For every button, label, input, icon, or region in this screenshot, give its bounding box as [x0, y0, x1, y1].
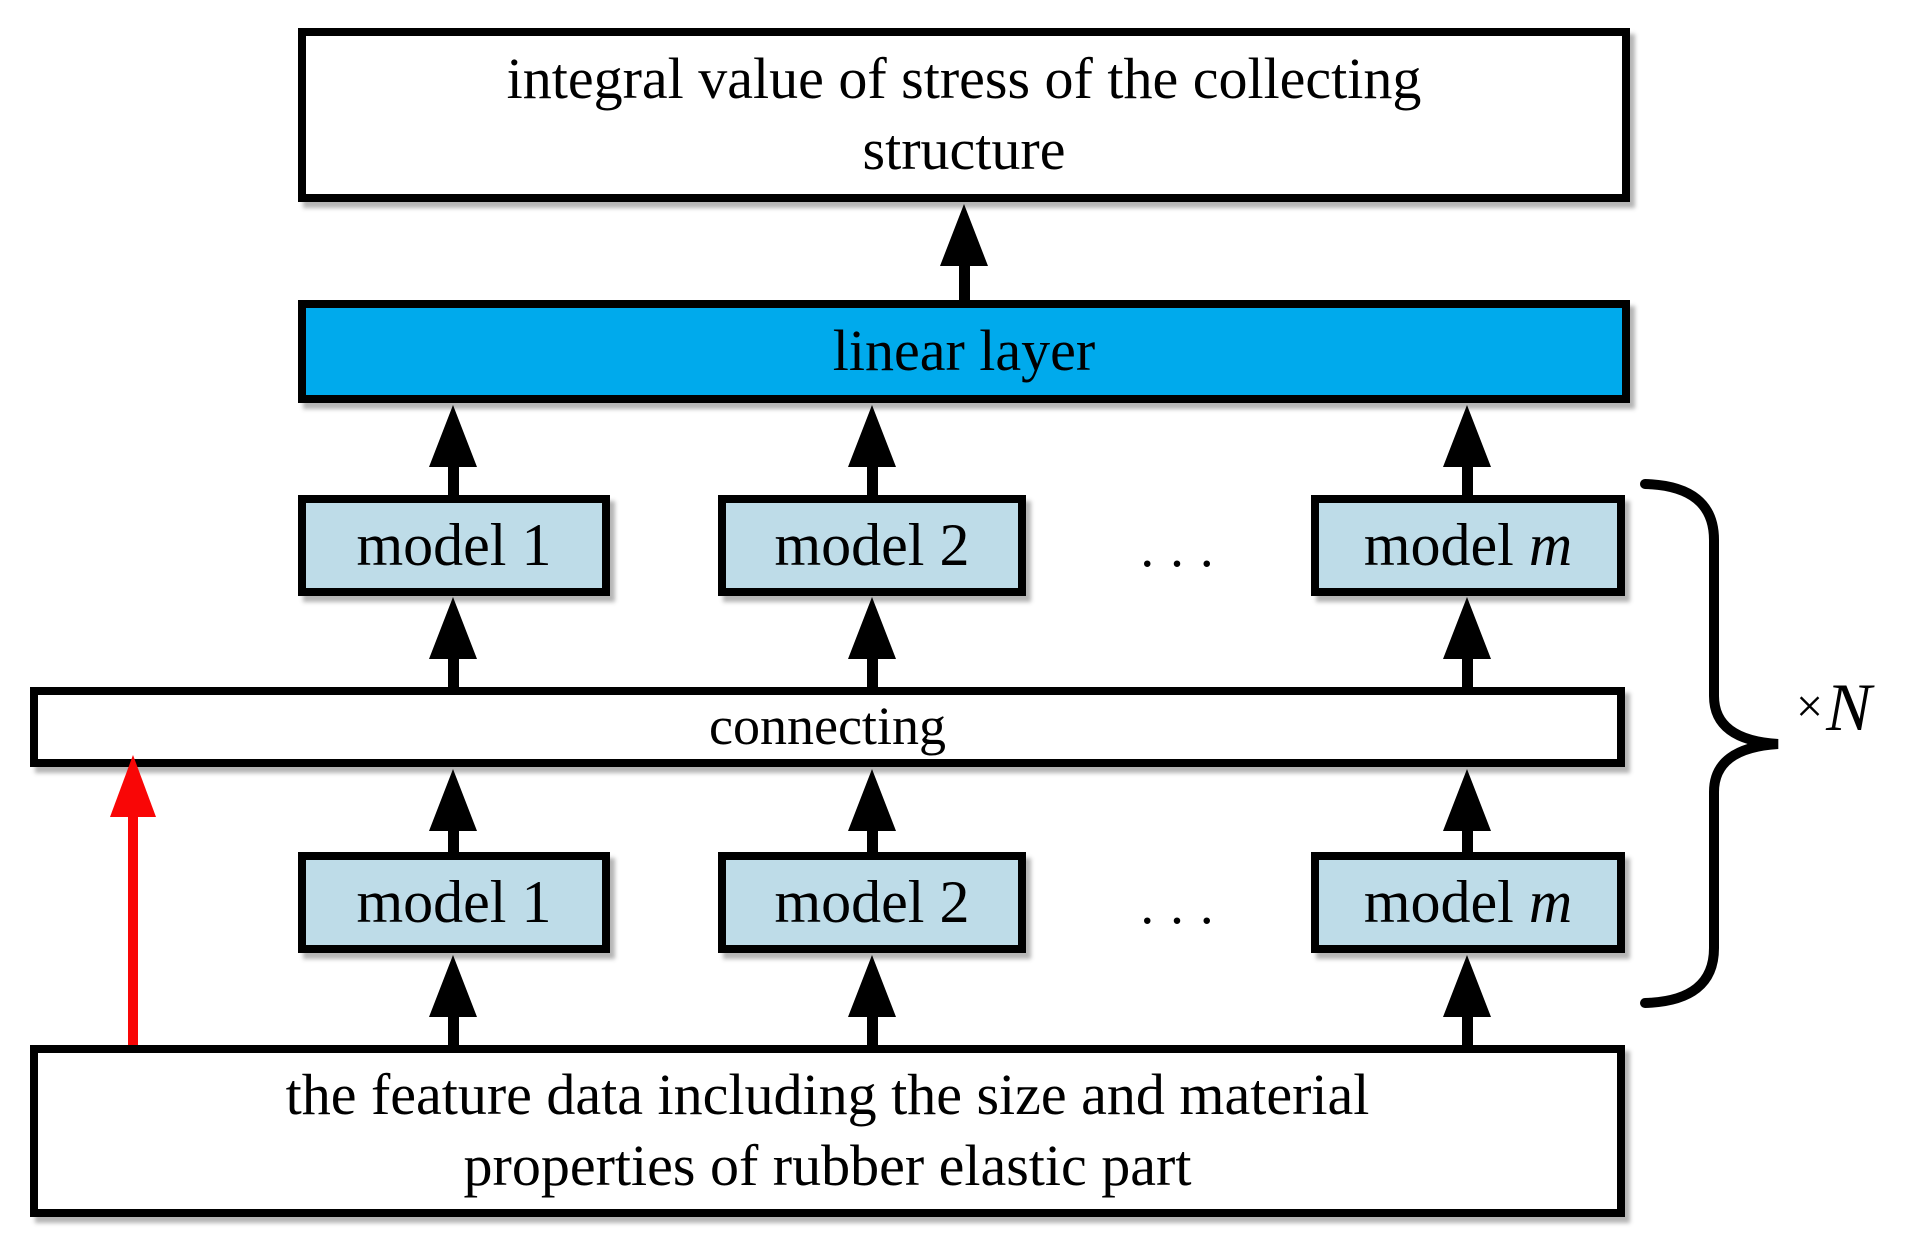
repeat-brace — [1640, 479, 1779, 1008]
up-arrow-model1-to-linear — [429, 405, 477, 495]
arrowhead-icon — [1443, 405, 1491, 467]
model-1-lower-box: model 1 — [298, 852, 610, 953]
up-arrow-modelm-to-connecting — [1443, 769, 1491, 852]
model-1-lower-label: model 1 — [356, 868, 552, 935]
connecting-box: connecting — [30, 687, 1625, 767]
model-1-upper-box: model 1 — [298, 495, 610, 596]
model-1-upper-label: model 1 — [356, 511, 552, 578]
arrow-shaft — [866, 1017, 878, 1045]
arrowhead-icon — [848, 597, 896, 659]
arrow-shaft — [447, 1017, 459, 1045]
arrow-shaft — [866, 659, 878, 687]
up-arrow-input-to-modelm — [1443, 955, 1491, 1045]
model-m-lower-box: model m — [1311, 852, 1625, 953]
input-box-line1: the feature data including the size and … — [285, 1062, 1370, 1128]
red-skip-arrow — [109, 755, 157, 1047]
arrowhead-icon — [848, 769, 896, 831]
arrowhead-icon — [429, 405, 477, 467]
arrowhead-icon — [848, 405, 896, 467]
repeat-count-label: ×N — [1796, 668, 1871, 747]
arrow-shaft — [958, 266, 970, 300]
arrow-shaft — [866, 831, 878, 852]
arrowhead-icon — [940, 204, 988, 266]
arrow-shaft — [1461, 1017, 1473, 1045]
arrowhead-icon — [429, 769, 477, 831]
red-arrow-shaft — [128, 817, 138, 1047]
output-box-line2: structure — [862, 117, 1066, 182]
ellipsis-upper: ... — [1140, 517, 1230, 578]
up-arrow-input-to-model2 — [848, 955, 896, 1045]
up-arrow-connecting-to-model2 — [848, 597, 896, 687]
arrowhead-icon — [429, 955, 477, 1017]
output-box-line1: integral value of stress of the collecti… — [506, 46, 1422, 112]
model-2-upper-label: model 2 — [774, 511, 970, 578]
arrow-shaft — [866, 467, 878, 495]
up-arrow-modelm-to-linear — [1443, 405, 1491, 495]
connecting-label: connecting — [709, 696, 946, 757]
up-arrow-linear-to-output — [940, 204, 988, 300]
repeat-n: N — [1826, 669, 1872, 745]
arrowhead-icon — [1443, 955, 1491, 1017]
model-m-lower-label: model m — [1363, 868, 1573, 935]
arrow-shaft — [447, 467, 459, 495]
up-arrow-connecting-to-modelm — [1443, 597, 1491, 687]
arrow-shaft — [447, 831, 459, 852]
linear-layer-label: linear layer — [832, 318, 1096, 384]
input-box-line2: properties of rubber elastic part — [463, 1133, 1192, 1198]
arrow-shaft — [1461, 659, 1473, 687]
ellipsis-lower: ... — [1140, 874, 1230, 935]
arrow-shaft — [1461, 831, 1473, 852]
input-box: the feature data including the size and … — [30, 1045, 1625, 1217]
times-symbol: × — [1796, 680, 1824, 733]
linear-layer-box: linear layer — [298, 300, 1630, 403]
up-arrow-connecting-to-model1 — [429, 597, 477, 687]
model-2-lower-box: model 2 — [718, 852, 1026, 953]
up-arrow-input-to-model1 — [429, 955, 477, 1045]
red-arrowhead-icon — [110, 755, 156, 817]
model-2-lower-label: model 2 — [774, 868, 970, 935]
up-arrow-model2-to-linear — [848, 405, 896, 495]
arrowhead-icon — [429, 597, 477, 659]
arrow-shaft — [1461, 467, 1473, 495]
arrowhead-icon — [848, 955, 896, 1017]
model-m-upper-box: model m — [1311, 495, 1625, 596]
model-m-upper-label: model m — [1363, 511, 1573, 578]
arrowhead-icon — [1443, 769, 1491, 831]
up-arrow-model1-to-connecting — [429, 769, 477, 852]
arrowhead-icon — [1443, 597, 1491, 659]
up-arrow-model2-to-connecting — [848, 769, 896, 852]
arrow-shaft — [447, 659, 459, 687]
model-2-upper-box: model 2 — [718, 495, 1026, 596]
output-box: integral value of stress of the collecti… — [298, 28, 1630, 202]
